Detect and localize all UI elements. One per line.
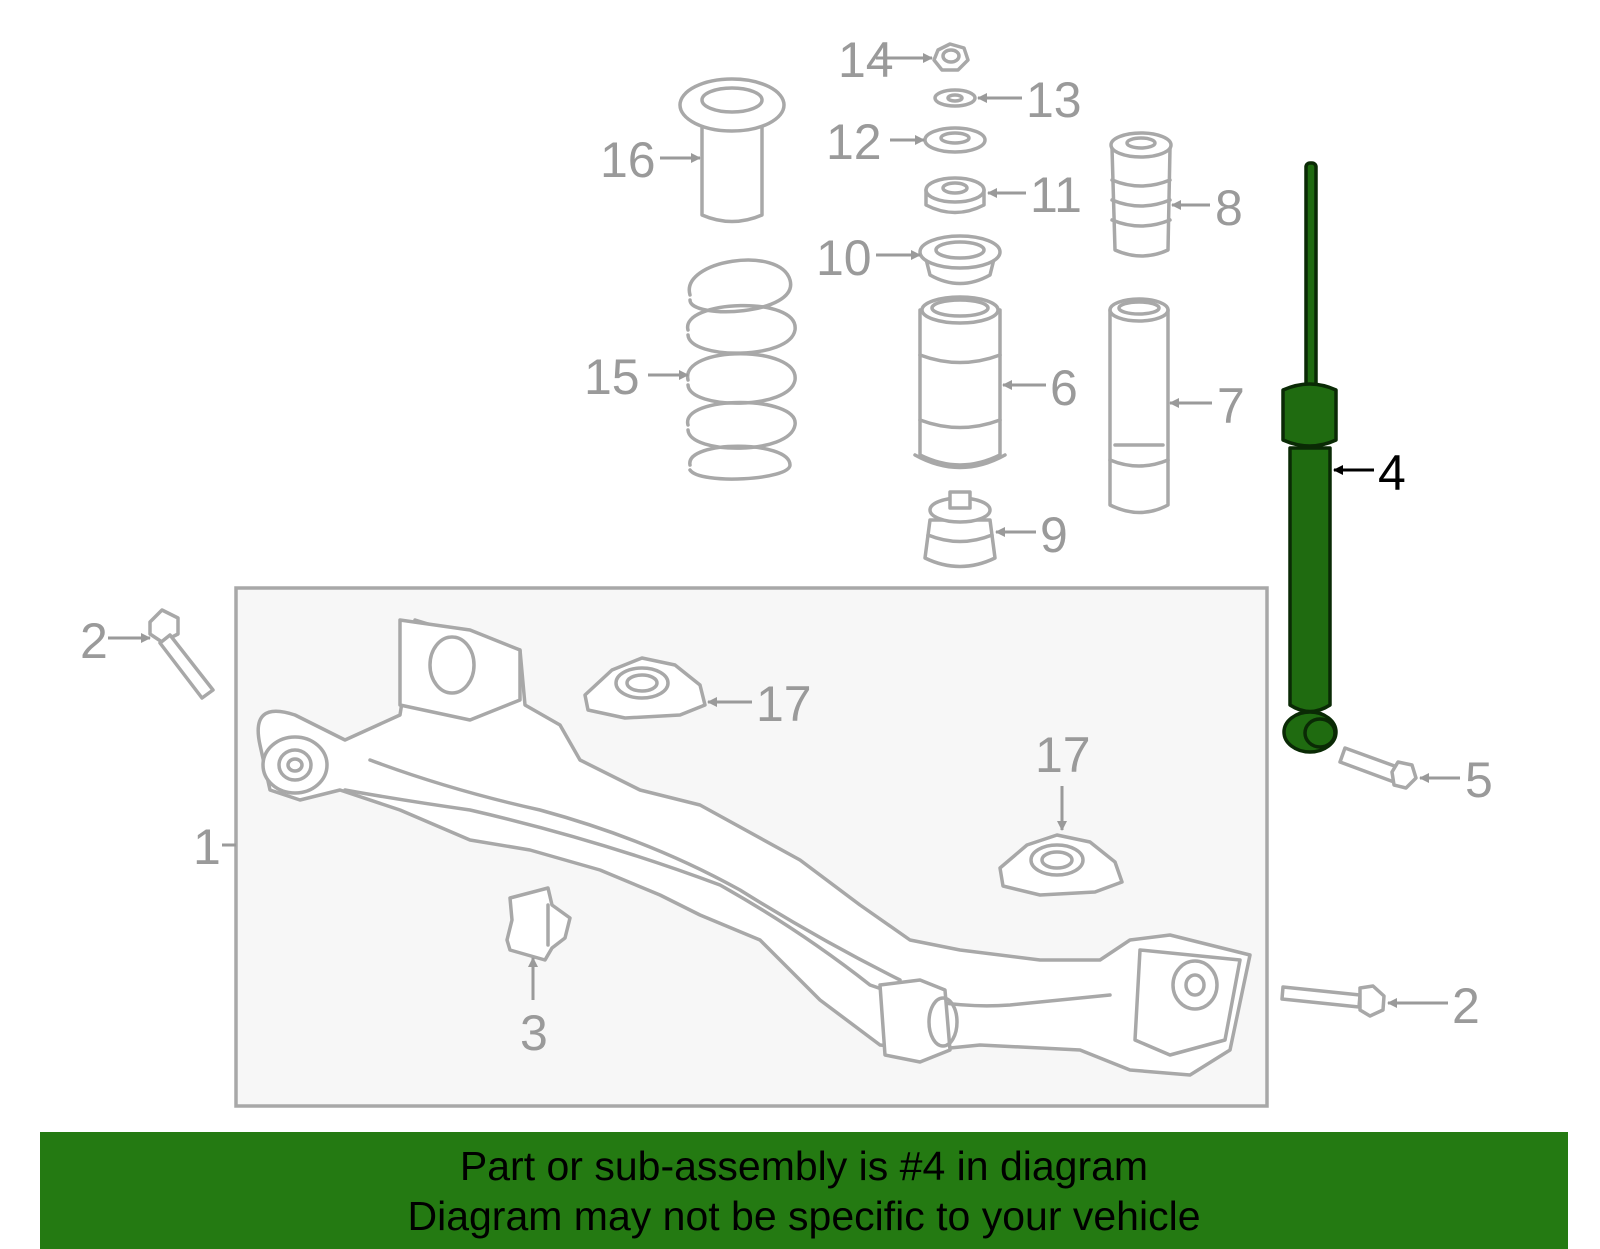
callout-1: 1 <box>193 819 221 875</box>
part-13-washer[interactable] <box>933 88 977 108</box>
info-banner: Part or sub-assembly is #4 in diagram Di… <box>40 1132 1568 1249</box>
banner-line-1: Part or sub-assembly is #4 in diagram <box>459 1142 1149 1189</box>
callout-16: 16 <box>600 132 656 188</box>
callout-10: 10 <box>816 230 872 286</box>
part-10-mount[interactable] <box>918 234 1002 286</box>
part-2-bolt-right[interactable] <box>1280 984 1386 1018</box>
part-15-coil-spring[interactable] <box>686 258 797 481</box>
banner-line-2: Diagram may not be specific to your vehi… <box>407 1192 1201 1239</box>
callout-2-right: 2 <box>1452 978 1480 1034</box>
part-6-dust-boot[interactable] <box>913 295 1007 470</box>
callout-6: 6 <box>1050 360 1078 416</box>
part-17-mount-lower[interactable] <box>998 833 1124 897</box>
part-11-bushing[interactable] <box>924 176 986 215</box>
part-12-washer[interactable] <box>923 126 987 154</box>
callout-2-left: 2 <box>80 613 108 669</box>
callout-17-lower: 17 <box>1035 727 1091 783</box>
callout-14: 14 <box>838 32 894 88</box>
part-9-bumper[interactable] <box>923 490 997 569</box>
part-16-spring-seat[interactable] <box>678 77 786 224</box>
callout-7: 7 <box>1217 378 1245 434</box>
part-14-nut[interactable] <box>932 42 970 72</box>
callout-13: 13 <box>1026 72 1082 128</box>
part-17-mount-upper[interactable] <box>583 656 707 720</box>
callout-8: 8 <box>1215 180 1243 236</box>
callout-17-upper: 17 <box>756 676 812 732</box>
callout-5: 5 <box>1465 752 1493 808</box>
callout-12: 12 <box>826 114 882 170</box>
callout-15: 15 <box>584 349 640 405</box>
part-4-shock-absorber[interactable] <box>1281 161 1338 754</box>
callout-11: 11 <box>1030 167 1082 223</box>
part-5-bolt[interactable] <box>1338 746 1418 790</box>
part-8-bump-stop[interactable] <box>1109 131 1173 258</box>
part-1-axle-beam[interactable] <box>256 618 1252 1077</box>
callout-3: 3 <box>520 1005 548 1061</box>
callout-9: 9 <box>1040 507 1068 563</box>
part-7-dust-cover[interactable] <box>1108 297 1170 515</box>
part-2-bolt-left[interactable] <box>148 608 215 700</box>
part-3-bracket[interactable] <box>505 886 572 962</box>
callout-4: 4 <box>1378 445 1406 501</box>
